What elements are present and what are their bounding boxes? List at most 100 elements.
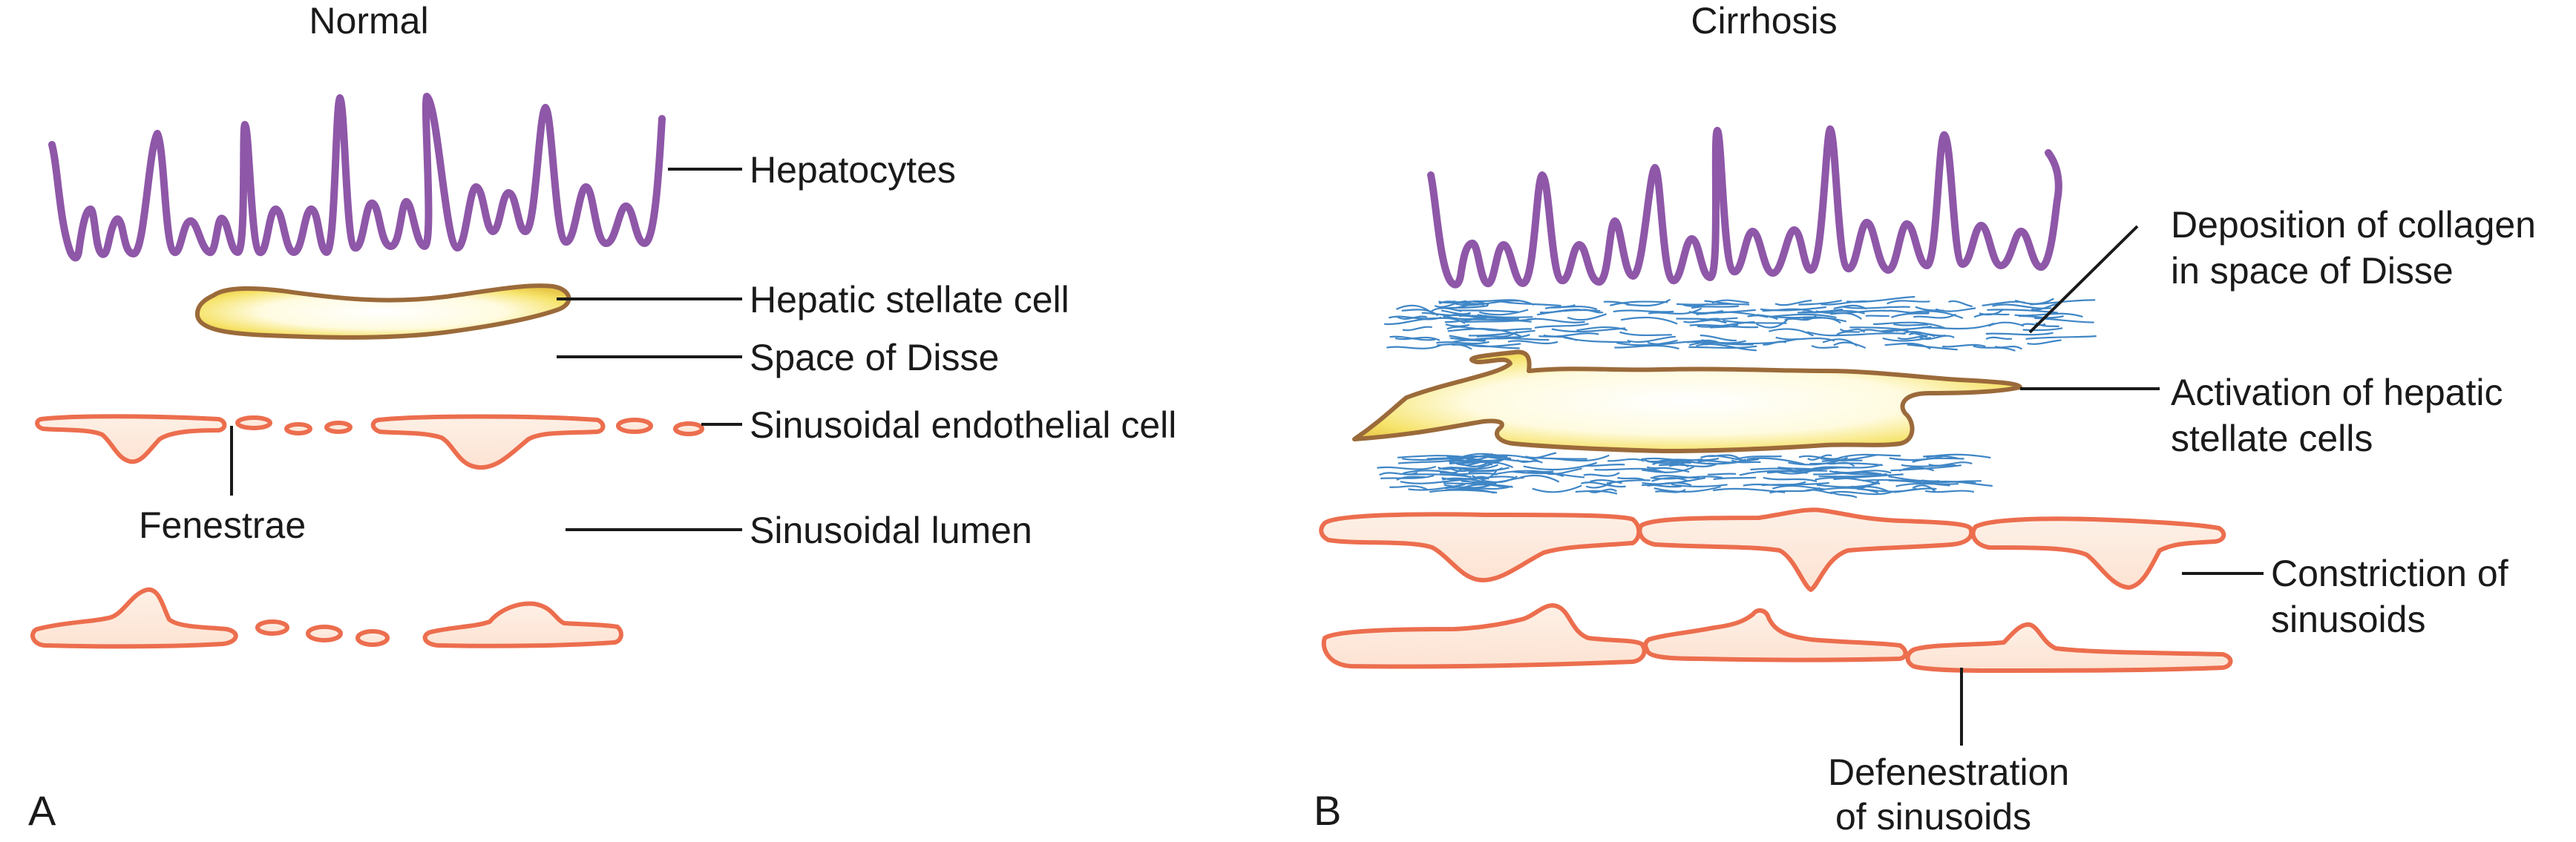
collagen-fiber bbox=[2018, 315, 2064, 319]
collagen-fiber bbox=[1476, 331, 1518, 338]
collagen-fiber bbox=[1594, 467, 1666, 474]
collagen-fiber bbox=[1659, 460, 1685, 467]
collagen-fiber bbox=[1839, 328, 1866, 333]
collagen-fiber bbox=[1654, 485, 1721, 493]
collagen-fiber bbox=[1616, 339, 1678, 346]
hepatocyte-layer bbox=[48, 93, 666, 262]
collagen-fiber bbox=[1450, 463, 1492, 473]
collagen-fiber bbox=[1379, 471, 1418, 476]
collagen-fiber bbox=[2025, 335, 2097, 340]
collagen-fiber bbox=[1539, 309, 1582, 314]
collagen-fiber bbox=[1550, 454, 1610, 462]
collagen-fiber bbox=[1443, 482, 1513, 488]
collagen-fiber bbox=[1472, 299, 1535, 306]
collagen-fiber bbox=[1794, 467, 1851, 471]
panel-title-normal: Normal bbox=[309, 0, 428, 42]
collagen-fiber bbox=[1843, 306, 1910, 309]
collagen-fiber bbox=[1774, 299, 1812, 306]
collagen-fiber bbox=[1838, 453, 1901, 459]
endothelial-cell bbox=[1970, 516, 2226, 590]
collagen-fiber bbox=[2021, 323, 2046, 326]
collagen-fiber bbox=[1619, 331, 1672, 337]
collagen-fiber bbox=[1695, 317, 1738, 323]
collagen-fiber bbox=[1451, 339, 1486, 343]
endothelial-fragment bbox=[255, 619, 289, 636]
collagen-fiber bbox=[1985, 336, 2013, 341]
collagen-fiber bbox=[1567, 313, 1607, 321]
collagen-fiber bbox=[1887, 300, 1930, 305]
collagen-fiber bbox=[1895, 329, 1928, 337]
collagen-fiber bbox=[1490, 476, 1524, 484]
collagen-fiber bbox=[1443, 312, 1470, 318]
endothelial-cell bbox=[1637, 507, 1974, 592]
collagen-fiber bbox=[1700, 334, 1737, 342]
endothelial-fragment bbox=[235, 415, 272, 430]
collagen-fiber bbox=[1769, 313, 1837, 319]
panel-letter-b: B bbox=[1314, 787, 1341, 834]
collagen-fiber bbox=[1756, 318, 1789, 329]
label-hepatocytes: Hepatocytes bbox=[750, 149, 956, 191]
endothelial-cell bbox=[370, 414, 606, 470]
collagen-fiber bbox=[1676, 303, 1750, 306]
collagen-fiber bbox=[1743, 481, 1806, 487]
collagen-fiber bbox=[1377, 465, 1437, 470]
label-hepatic-stellate-cell: Hepatic stellate cell bbox=[750, 279, 1069, 320]
collagen-fiber bbox=[1798, 300, 1842, 306]
label-constriction-line1: Constriction of bbox=[2271, 553, 2508, 594]
collagen-fibers-lower bbox=[1377, 452, 1993, 499]
collagen-fiber bbox=[1383, 318, 1431, 326]
collagen-fiber bbox=[1948, 300, 1973, 308]
collagen-fiber bbox=[1530, 470, 1554, 473]
collagen-fiber bbox=[1915, 306, 1944, 312]
collagen-fiber bbox=[1919, 335, 1955, 341]
collagen-fiber bbox=[1840, 485, 1889, 493]
collagen-fiber bbox=[1613, 309, 1674, 313]
collagen-fiber bbox=[1923, 480, 1982, 484]
collagen-fiber bbox=[1434, 300, 1467, 308]
label-defenestration-line1: Defenestration bbox=[1828, 751, 2069, 793]
collagen-fiber bbox=[1676, 318, 1727, 324]
collagen-fiber bbox=[1520, 474, 1560, 483]
collagen-fiber bbox=[1901, 464, 1956, 467]
collagen-fiber bbox=[1471, 470, 1498, 480]
collagen-fiber bbox=[1708, 458, 1760, 465]
collagen-fiber bbox=[1731, 459, 1761, 464]
collagen-fiber bbox=[1898, 467, 1935, 472]
collagen-fiber bbox=[1403, 470, 1469, 478]
collagen-fiber bbox=[1590, 479, 1622, 484]
hepatocyte-layer bbox=[1427, 125, 2062, 289]
collagen-fiber bbox=[1923, 455, 1959, 460]
collagen-fiber bbox=[1836, 331, 1861, 335]
collagen-fiber bbox=[1835, 332, 1906, 337]
collagen-fiber bbox=[1651, 477, 1688, 482]
endothelial-cell bbox=[1319, 512, 1642, 582]
collagen-fiber bbox=[1798, 455, 1843, 460]
collagen-fiber bbox=[1532, 484, 1582, 493]
collagen-fiber bbox=[1912, 484, 1936, 493]
panel-title-cirrhosis: Cirrhosis bbox=[1691, 0, 1837, 42]
collagen-fiber bbox=[1575, 490, 1618, 495]
endothelial-fragment bbox=[616, 418, 653, 434]
collagen-fiber bbox=[1763, 476, 1818, 482]
collagen-fiber bbox=[1492, 470, 1564, 477]
collagen-fiber bbox=[1444, 317, 1487, 323]
collagen-fiber bbox=[1723, 319, 1787, 324]
endothelial-cell bbox=[1321, 603, 1647, 669]
collagen-fiber bbox=[1607, 458, 1645, 462]
collagen-fiber bbox=[1897, 335, 1927, 341]
collagen-fiber bbox=[1809, 462, 1884, 467]
collagen-fiber bbox=[1913, 313, 1957, 319]
label-collagen-deposition-line1: Deposition of collagen bbox=[2171, 204, 2536, 246]
collagen-fiber bbox=[1772, 484, 1825, 490]
collagen-fiber bbox=[1400, 478, 1475, 484]
collagen-fiber bbox=[1907, 343, 1958, 351]
collagen-fiber bbox=[1746, 457, 1804, 465]
collagen-fiber bbox=[1479, 309, 1529, 316]
label-stellate-activation-line2: stellate cells bbox=[2171, 418, 2373, 459]
endothelium-top-row bbox=[35, 414, 704, 470]
collagen-fiber bbox=[1626, 298, 1671, 307]
label-defenestration-line2: of sinusoids bbox=[1835, 796, 2031, 838]
collagen-fiber bbox=[1973, 313, 2010, 318]
collagen-fiber bbox=[1620, 316, 1678, 325]
collagen-fiber bbox=[1657, 457, 1720, 463]
